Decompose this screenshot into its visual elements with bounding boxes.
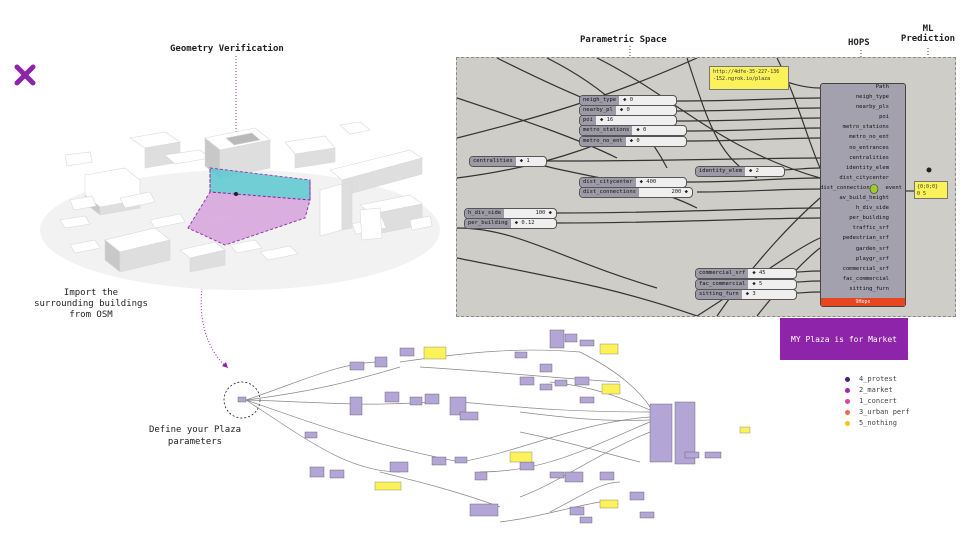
slider-identity-elem[interactable]: identity_elem◆ 2 [695,166,785,177]
geometry-verification-title: Geometry Verification [170,44,284,54]
slider-metro-stations[interactable]: metro_stations◆ 0 [579,125,687,136]
hops-input: neigh_type [855,94,889,100]
hops-status-bar: 9Hops [821,298,905,306]
url-text-panel[interactable]: http://4dfe-35-227-136 -152.ngrok.io/pla… [709,66,789,90]
hops-input: metro_stations [842,124,889,130]
ml-prediction-title: ML Prediction [900,24,956,44]
slider-centralities[interactable]: centralities◆ 1 [469,156,547,167]
hops-input: h_div_side [855,205,889,211]
legend-item: 4_protest [845,375,897,383]
hops-component[interactable]: Path neigh_type nearby_pls poi metro_sta… [820,83,906,307]
hops-input: traffic_srf [852,225,889,231]
hops-input: centralities [849,155,889,161]
hops-input: poi [879,114,889,120]
define-plaza-note: Define your Plaza parameters [148,425,242,447]
hops-input: pedestrian_srf [842,235,889,241]
cross-logo-icon [14,64,36,86]
hops-title: HOPS [848,38,870,48]
buildings-3d-model [40,121,440,290]
import-buildings-note: Import the surrounding buildings from OS… [34,288,148,320]
legend-item: 1_concert [845,397,897,405]
hops-input: per_building [849,215,889,221]
hops-input: av_build_height [839,195,889,201]
grasshopper-graph-overview[interactable] [220,322,760,532]
prediction-output-panel[interactable]: {0;0;0} 0 5 [914,181,948,199]
legend-item: 5_nothing [845,419,897,427]
hops-input: commercial_srf [842,266,889,272]
grasshopper-canvas[interactable]: http://4dfe-35-227-136 -152.ngrok.io/pla… [456,57,956,317]
hops-input: nearby_pls [855,104,889,110]
hops-input: no_entrances [849,145,889,151]
slider-per-building[interactable]: per_building◆ 0.12 [464,218,557,229]
hops-input: Path [875,84,889,90]
hops-input: identity_elem [845,165,889,171]
hops-input: playgr_srf [855,256,889,262]
slider-commercial-srf[interactable]: commercial_srf◆ 45 [695,268,797,279]
hops-input: garden_srf [855,246,889,252]
hops-input: dist_connections [820,185,873,191]
hops-input: sitting_furn [849,286,889,292]
prediction-result-box: MY Plaza is for Market [780,318,908,360]
hops-input: fac_commercial [842,276,889,282]
legend-item: 3_urban perf [845,408,910,416]
hops-output: event [885,185,902,191]
hops-input: dist_citycenter [839,175,889,181]
legend-item: 2_market [845,386,893,394]
hops-input: metro_no_ent [849,134,889,140]
slider-metro-no-ent[interactable]: metro_no_ent◆ 0 [579,136,687,147]
slider-sitting-furn[interactable]: sitting_furn◆ 3 [695,289,797,300]
parametric-space-title: Parametric Space [580,35,667,45]
hops-bunny-icon [869,184,879,194]
